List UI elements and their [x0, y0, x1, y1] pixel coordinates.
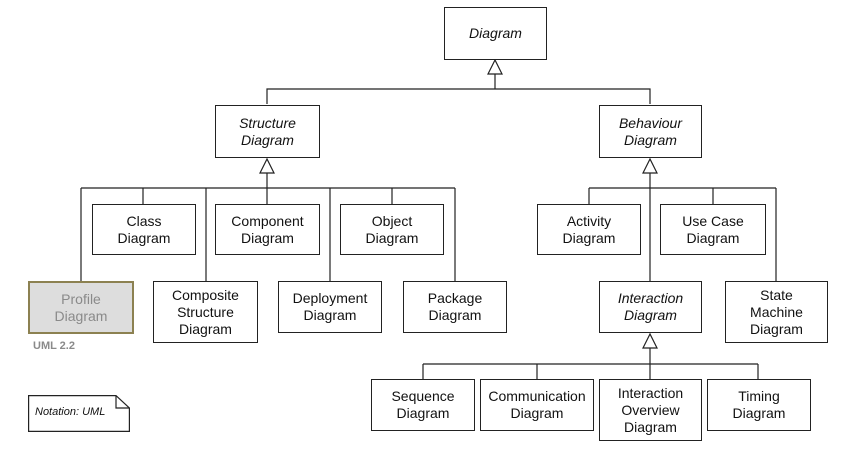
package-diagram-node: Package Diagram: [403, 281, 507, 333]
interaction-diagram-node: Interaction Diagram: [599, 281, 702, 333]
sequence-diagram-node: Sequence Diagram: [371, 379, 475, 431]
activity-diagram-node: Activity Diagram: [537, 204, 641, 255]
component-diagram-node: Component Diagram: [215, 204, 320, 255]
inheritance-arrowhead-structure: [259, 157, 275, 174]
class-diagram-node: Class Diagram: [92, 204, 196, 255]
object-diagram-node: Object Diagram: [340, 204, 444, 255]
communication-diagram-node: Communication Diagram: [480, 379, 594, 431]
state-machine-diagram-node: State Machine Diagram: [725, 281, 828, 343]
composite-structure-diagram-node: Composite Structure Diagram: [153, 281, 258, 343]
use-case-diagram-node: Use Case Diagram: [660, 204, 766, 255]
structure-diagram-node: Structure Diagram: [215, 105, 320, 158]
notation-note: Notation: UML: [28, 395, 130, 432]
timing-diagram-node: Timing Diagram: [707, 379, 811, 431]
inheritance-arrowhead-interaction: [642, 332, 658, 349]
interaction-overview-diagram-node: Interaction Overview Diagram: [599, 379, 702, 441]
profile-diagram-node: Profile Diagram: [28, 281, 134, 334]
inheritance-arrowhead-behaviour: [642, 157, 658, 174]
notation-label: Notation: UML: [35, 406, 106, 418]
diagram-node: Diagram: [444, 7, 547, 60]
connector-behaviour-to-diagram: [495, 88, 651, 104]
inheritance-arrowhead-diagram: [487, 58, 503, 75]
behaviour-diagram-node: Behaviour Diagram: [599, 105, 702, 158]
deployment-diagram-node: Deployment Diagram: [278, 281, 382, 333]
note-shape: [28, 395, 130, 432]
uml-version-label: UML 2.2: [33, 340, 75, 352]
connector-structure-to-diagram: [266, 88, 495, 104]
